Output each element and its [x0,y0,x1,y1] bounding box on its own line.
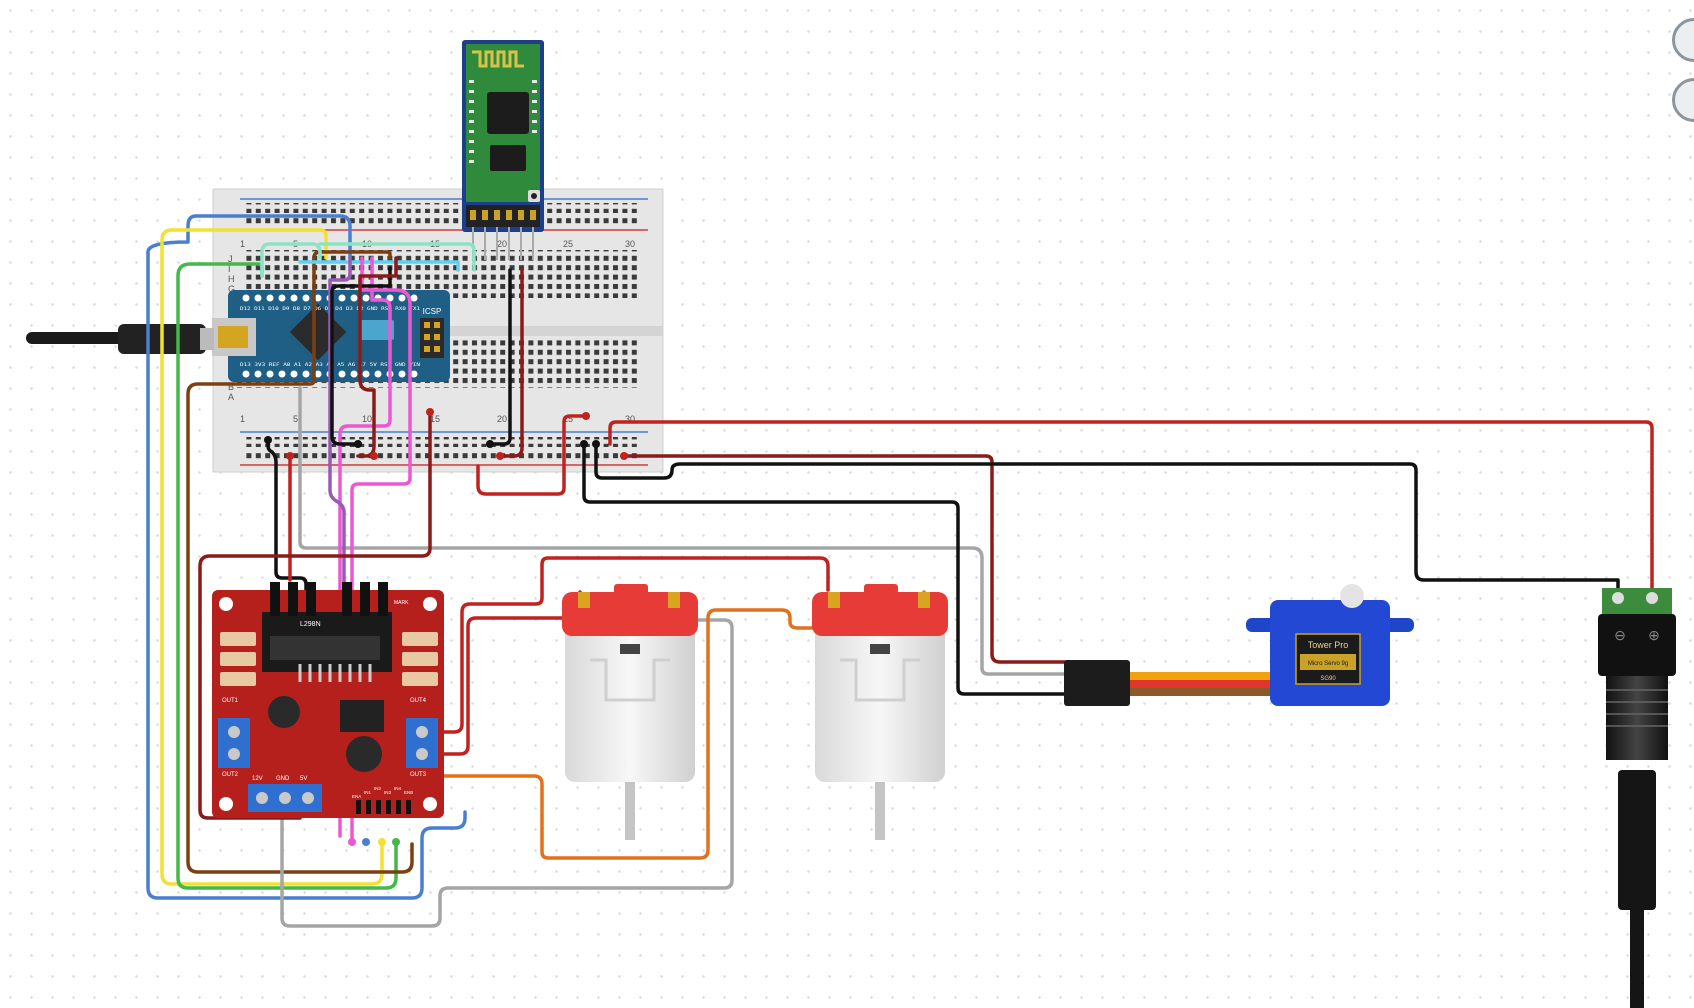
wire-red-jack-plus [608,420,1654,592]
wire-red-breadboard-rail [476,414,588,496]
wire-red-motor-a [438,556,830,734]
driver-out3-label: OUT3 [410,772,427,778]
bb-col-1-top: 1 [240,239,245,249]
bb-row-g: G [228,284,235,294]
driver-in1-label: IN1 [364,790,372,795]
wire-yellow [160,228,384,886]
antenna-icon [472,50,524,68]
bluetooth-module [462,40,544,260]
l298n-motor-driver: OUT1 OUT2 OUT3 OUT4 12V GND 5V ENA IN1 I… [212,582,444,818]
wire-black-bt-gnd [488,268,512,446]
servo-model: SG90 [1320,676,1336,682]
jack-minus-label: ⊖ [1614,627,1626,643]
wire-orange-motor-b [438,590,926,860]
bb-col-30-top: 30 [625,239,635,249]
dc-motor-left [562,584,698,840]
bb-col-10-bottom: 10 [362,414,372,424]
wire-cyan [298,260,460,272]
driver-5v-label: 5V [300,776,307,782]
driver-12v-label: 12V [252,776,263,782]
wire-darkred-bt-vcc [498,268,524,458]
wire-blue [146,214,467,900]
wire-gray-right [298,386,1068,676]
driver-chip-label: L298N [300,621,321,628]
bb-col-15-bottom: 15 [430,414,440,424]
bb-col-1-bottom: 1 [240,414,245,424]
driver-ena-label: ENA [352,794,361,799]
wire-brown [186,250,414,874]
servo-motor: Tower Pro Micro Servo 9g SG90 [1064,584,1414,706]
driver-out1-label: OUT1 [222,698,239,704]
bb-row-a: A [228,392,234,402]
wire-darkred-servo-vcc [622,454,1068,664]
bb-col-25-bottom: 25 [563,414,573,424]
bb-col-20-top: 20 [497,239,507,249]
bb-row-j: J [228,254,233,264]
wire-pink-1 [350,256,412,844]
wire-darkred-nano-vin [356,256,398,458]
wire-darkred-driver [198,410,432,820]
wire-black-driver-gnd [266,438,308,602]
wire-black-servo-gnd [582,442,1068,696]
dc-barrel-jack: ⊖ ⊕ [1598,588,1676,1008]
bb-row-b: B [228,382,234,392]
wire-pink-2 [338,256,392,838]
driver-in4-label: IN4 [394,786,402,791]
icsp-label: ICSP [423,307,442,316]
wire-green [176,262,398,890]
bb-col-20-bottom: 20 [497,414,507,424]
wire-mint [260,242,476,278]
wire-black-nano-gnd [330,266,392,446]
bb-row-i: I [228,264,231,274]
arduino-nano: ICSP D12 D11 D10 D9 D8 D7 D6 D5 D4 D3 D2… [212,290,450,382]
bb-col-30-bottom: 30 [625,414,635,424]
bb-col-5-bottom: 5 [293,414,298,424]
driver-mark-label: MARK [394,600,409,606]
bb-col-25-top: 25 [563,239,573,249]
driver-out4-label: OUT4 [410,698,427,704]
driver-enb-label: ENB [404,790,413,795]
servo-brand: Tower Pro [1308,640,1349,650]
usb-cable [26,324,214,354]
wire-black-jack-minus [594,442,1620,592]
driver-in2-label: IN2 [374,786,382,791]
driver-gnd-label: GND [276,776,290,782]
jack-plus-label: ⊕ [1648,627,1660,643]
dc-motor-right [812,584,948,840]
driver-out2-label: OUT2 [222,772,239,778]
wire-gray-bottom [280,618,734,928]
bb-row-h: H [228,274,235,284]
driver-in3-label: IN3 [384,790,392,795]
servo-model-line: Micro Servo 9g [1308,661,1348,667]
